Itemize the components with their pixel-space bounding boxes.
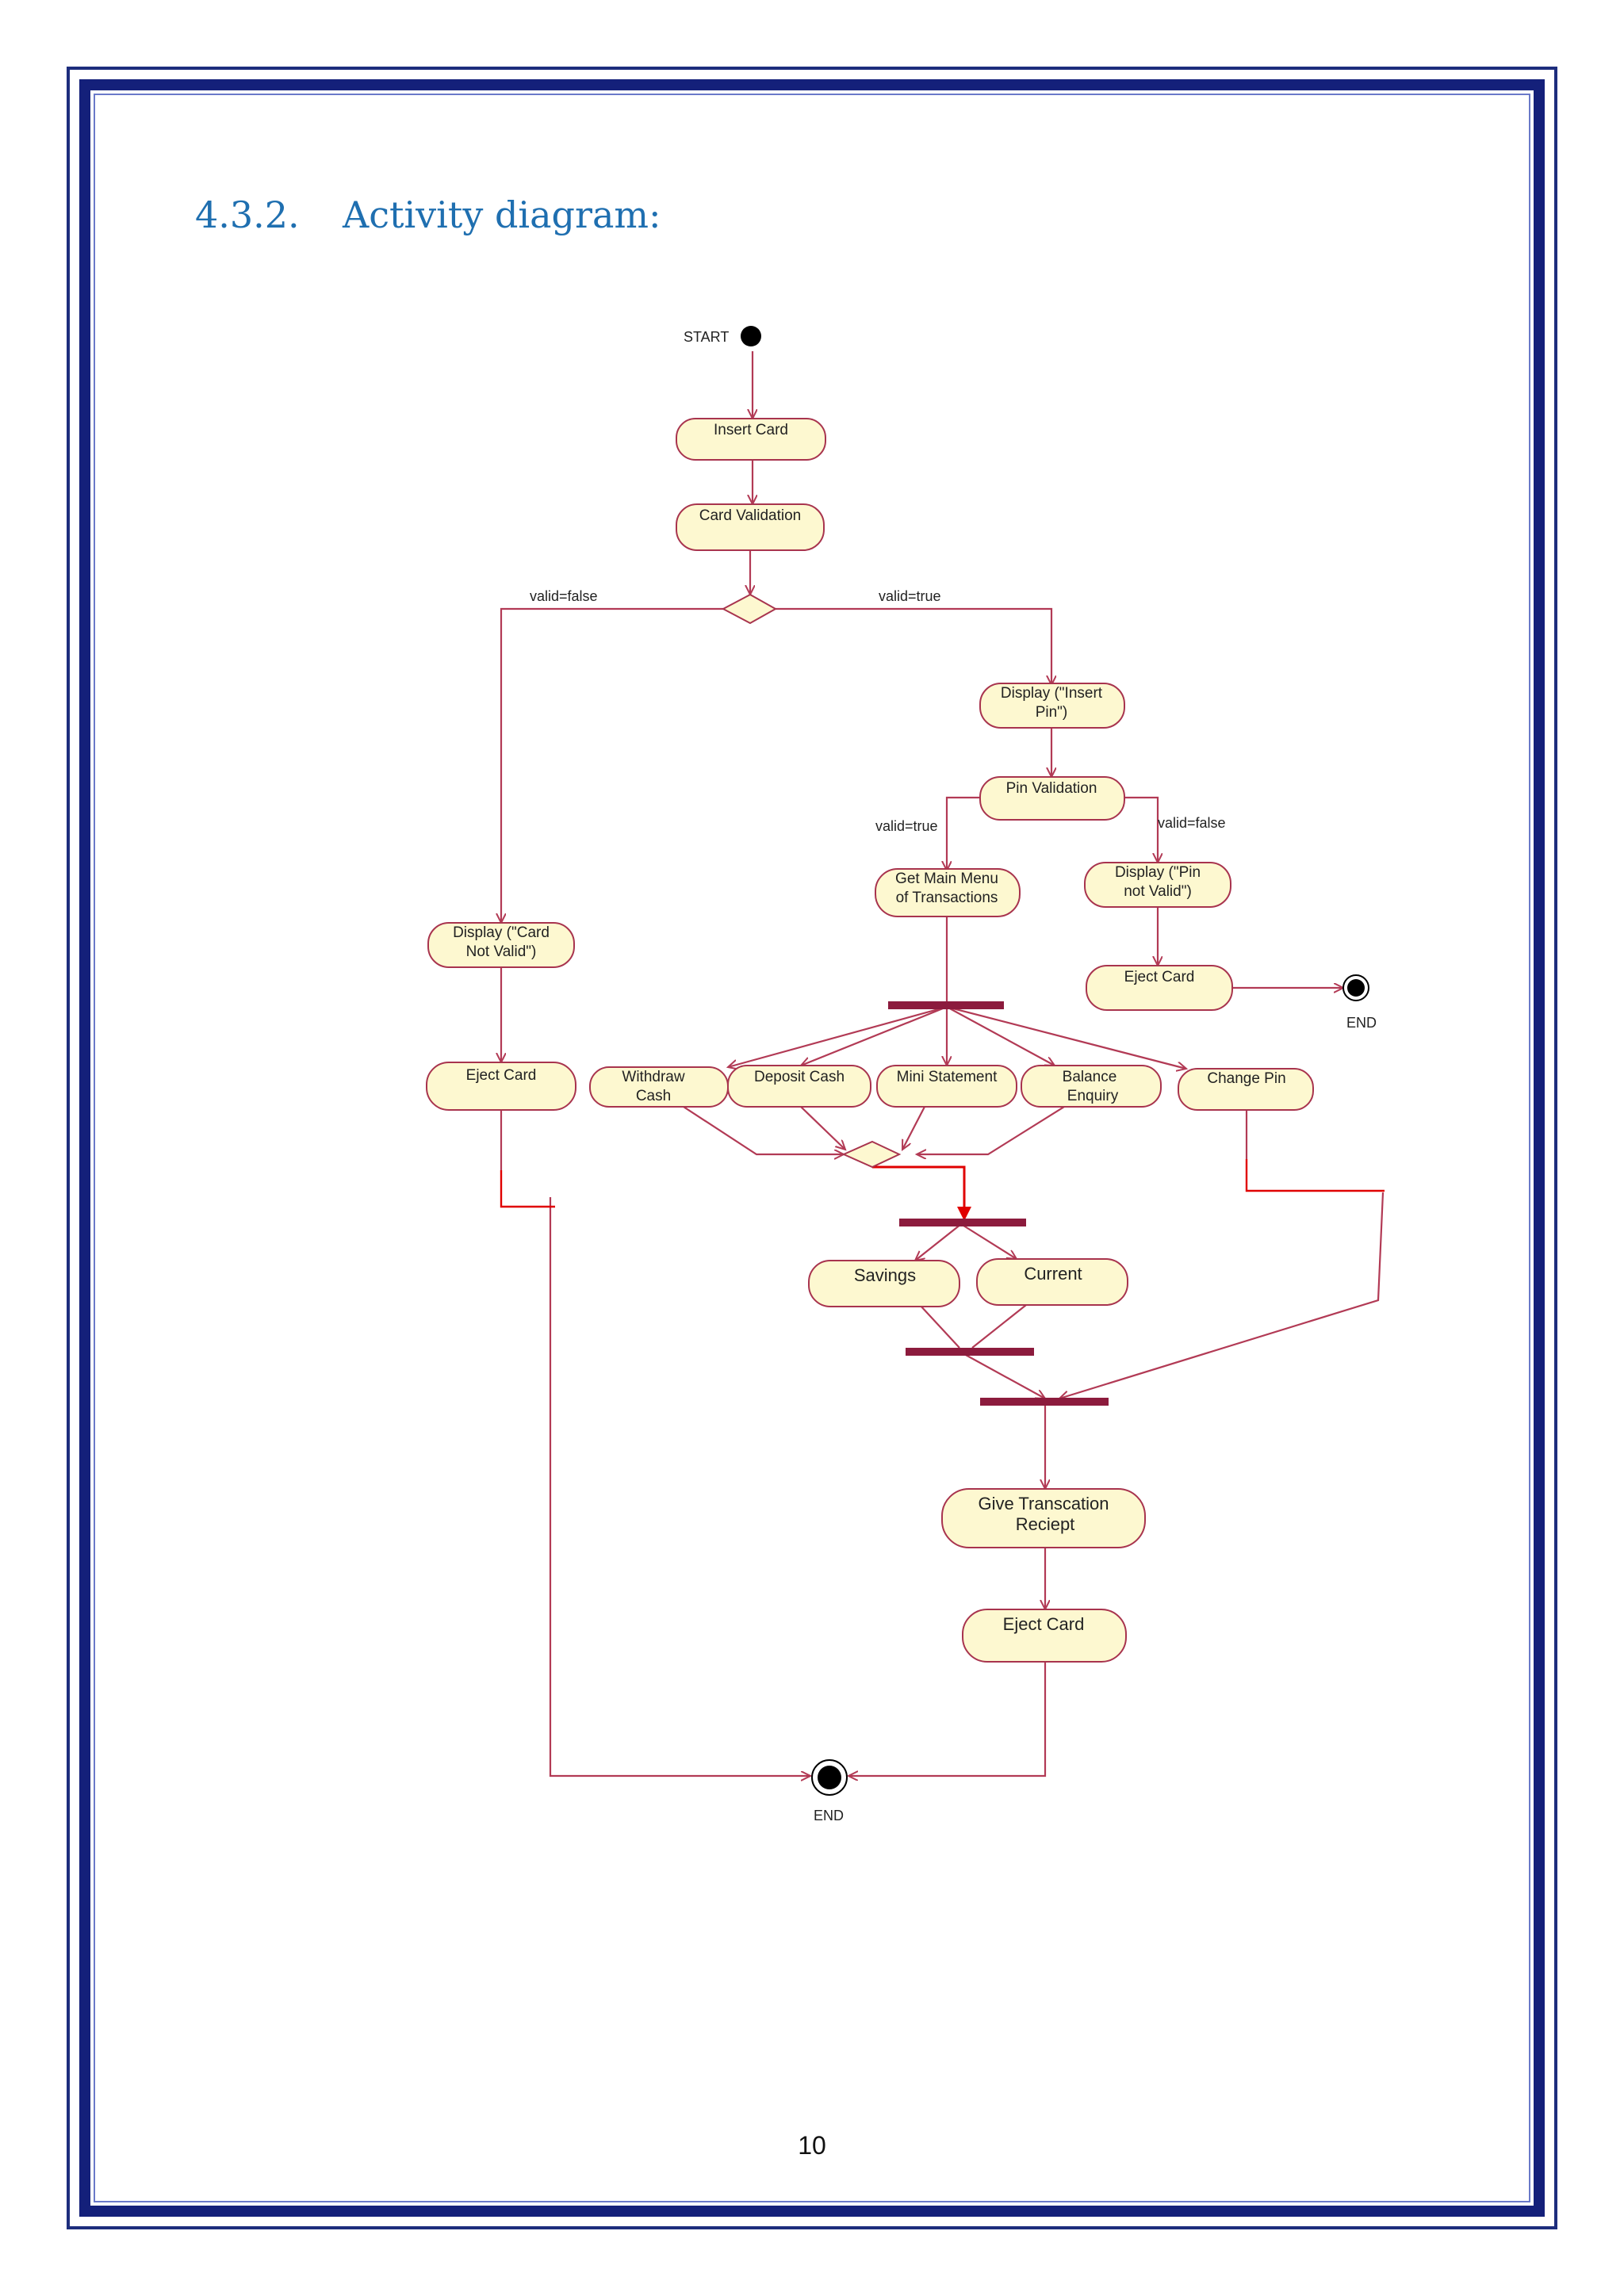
activity-label-line1: Give Transcation [978,1494,1109,1513]
activity-withdraw-cash: Withdraw Cash [589,1066,729,1108]
activity-eject-card-final: Eject Card [962,1609,1127,1663]
activity-label-line2: Cash [636,1088,671,1104]
end-node-final: END [811,1759,848,1823]
activity-mini-statement: Mini Statement [876,1065,1017,1108]
page-border-outer [67,67,1557,2229]
highlight-connectors [500,1159,1385,1221]
activity-label-line1: Display ("Card [453,924,550,941]
activity-balance-enquiry: Balance Enquiry [1021,1065,1162,1108]
activity-card-validation: Card Validation [676,503,825,551]
activity-get-main-menu: Get Main Menu of Transactions [875,868,1021,917]
guard-pin-true: valid=true [875,818,938,834]
fork-bar-transactions [888,1001,1004,1009]
activity-label: Mini Statement [897,1069,998,1085]
activity-label: Eject Card [1124,969,1195,985]
activity-display-card-not-valid: Display ("Card Not Valid") [427,922,575,968]
activity-label-line2: Pin") [1036,704,1068,721]
activity-label: Insert Card [714,422,788,438]
activity-label-line2: Reciept [1016,1514,1075,1534]
activity-label: Savings [854,1265,916,1285]
section-title: Activity diagram: [343,193,661,236]
start-node [741,326,761,346]
activity-display-insert-pin: Display ("Insert Pin") [979,683,1125,729]
activity-display-pin-not-valid: Display ("Pin not Valid") [1084,862,1231,908]
activity-change-pin: Change Pin [1178,1068,1314,1111]
guard-card-true: valid=true [879,588,941,604]
activity-savings: Savings [808,1260,960,1307]
page-border [79,79,1545,2217]
activity-label-line2: Enquiry [1067,1088,1119,1104]
activity-eject-card-left: Eject Card [426,1062,576,1111]
activity-label: Deposit Cash [754,1069,845,1085]
start-label: START [684,329,729,345]
activity-insert-card: Insert Card [676,418,826,461]
activity-pin-validation: Pin Validation [979,776,1125,821]
activity-label: Change Pin [1207,1070,1285,1087]
activity-label: Eject Card [1003,1614,1085,1634]
join-bar-accounts [906,1348,1034,1356]
activity-label-line1: Display ("Pin [1115,864,1201,881]
guard-pin-false: valid=false [1158,815,1226,831]
end-label: END [814,1808,844,1823]
merge-diamond [841,1140,902,1169]
activity-label-line2: Not Valid") [466,943,537,960]
card-decision-diamond [721,593,778,625]
activity-label-line2: not Valid") [1124,883,1192,900]
end-label: END [1346,1015,1377,1031]
activity-label: Current [1024,1264,1082,1284]
page-number: 10 [798,2131,826,2160]
page-border-inner [94,94,1530,2202]
activity-label-line1: Display ("Insert [1001,685,1103,702]
activity-label: Pin Validation [1006,780,1097,797]
join-bar-final [980,1398,1109,1406]
activity-label-line1: Balance [1063,1069,1117,1085]
guard-card-false: valid=false [530,588,598,604]
activity-label-line1: Get Main Menu [895,871,998,887]
fork-bar-accounts [899,1219,1026,1226]
activity-label-line1: Withdraw [622,1069,684,1085]
section-number: 4.3.2. [195,193,300,236]
activity-label: Eject Card [466,1067,537,1084]
activity-give-receipt: Give Transcation Reciept [941,1488,1146,1548]
activity-label-line2: of Transactions [896,890,998,906]
end-node-pin: END [1342,974,1377,1031]
activity-current: Current [976,1258,1128,1306]
activity-label: Card Validation [699,507,802,524]
activity-deposit-cash: Deposit Cash [727,1065,871,1108]
activity-eject-card-pin: Eject Card [1086,965,1233,1011]
